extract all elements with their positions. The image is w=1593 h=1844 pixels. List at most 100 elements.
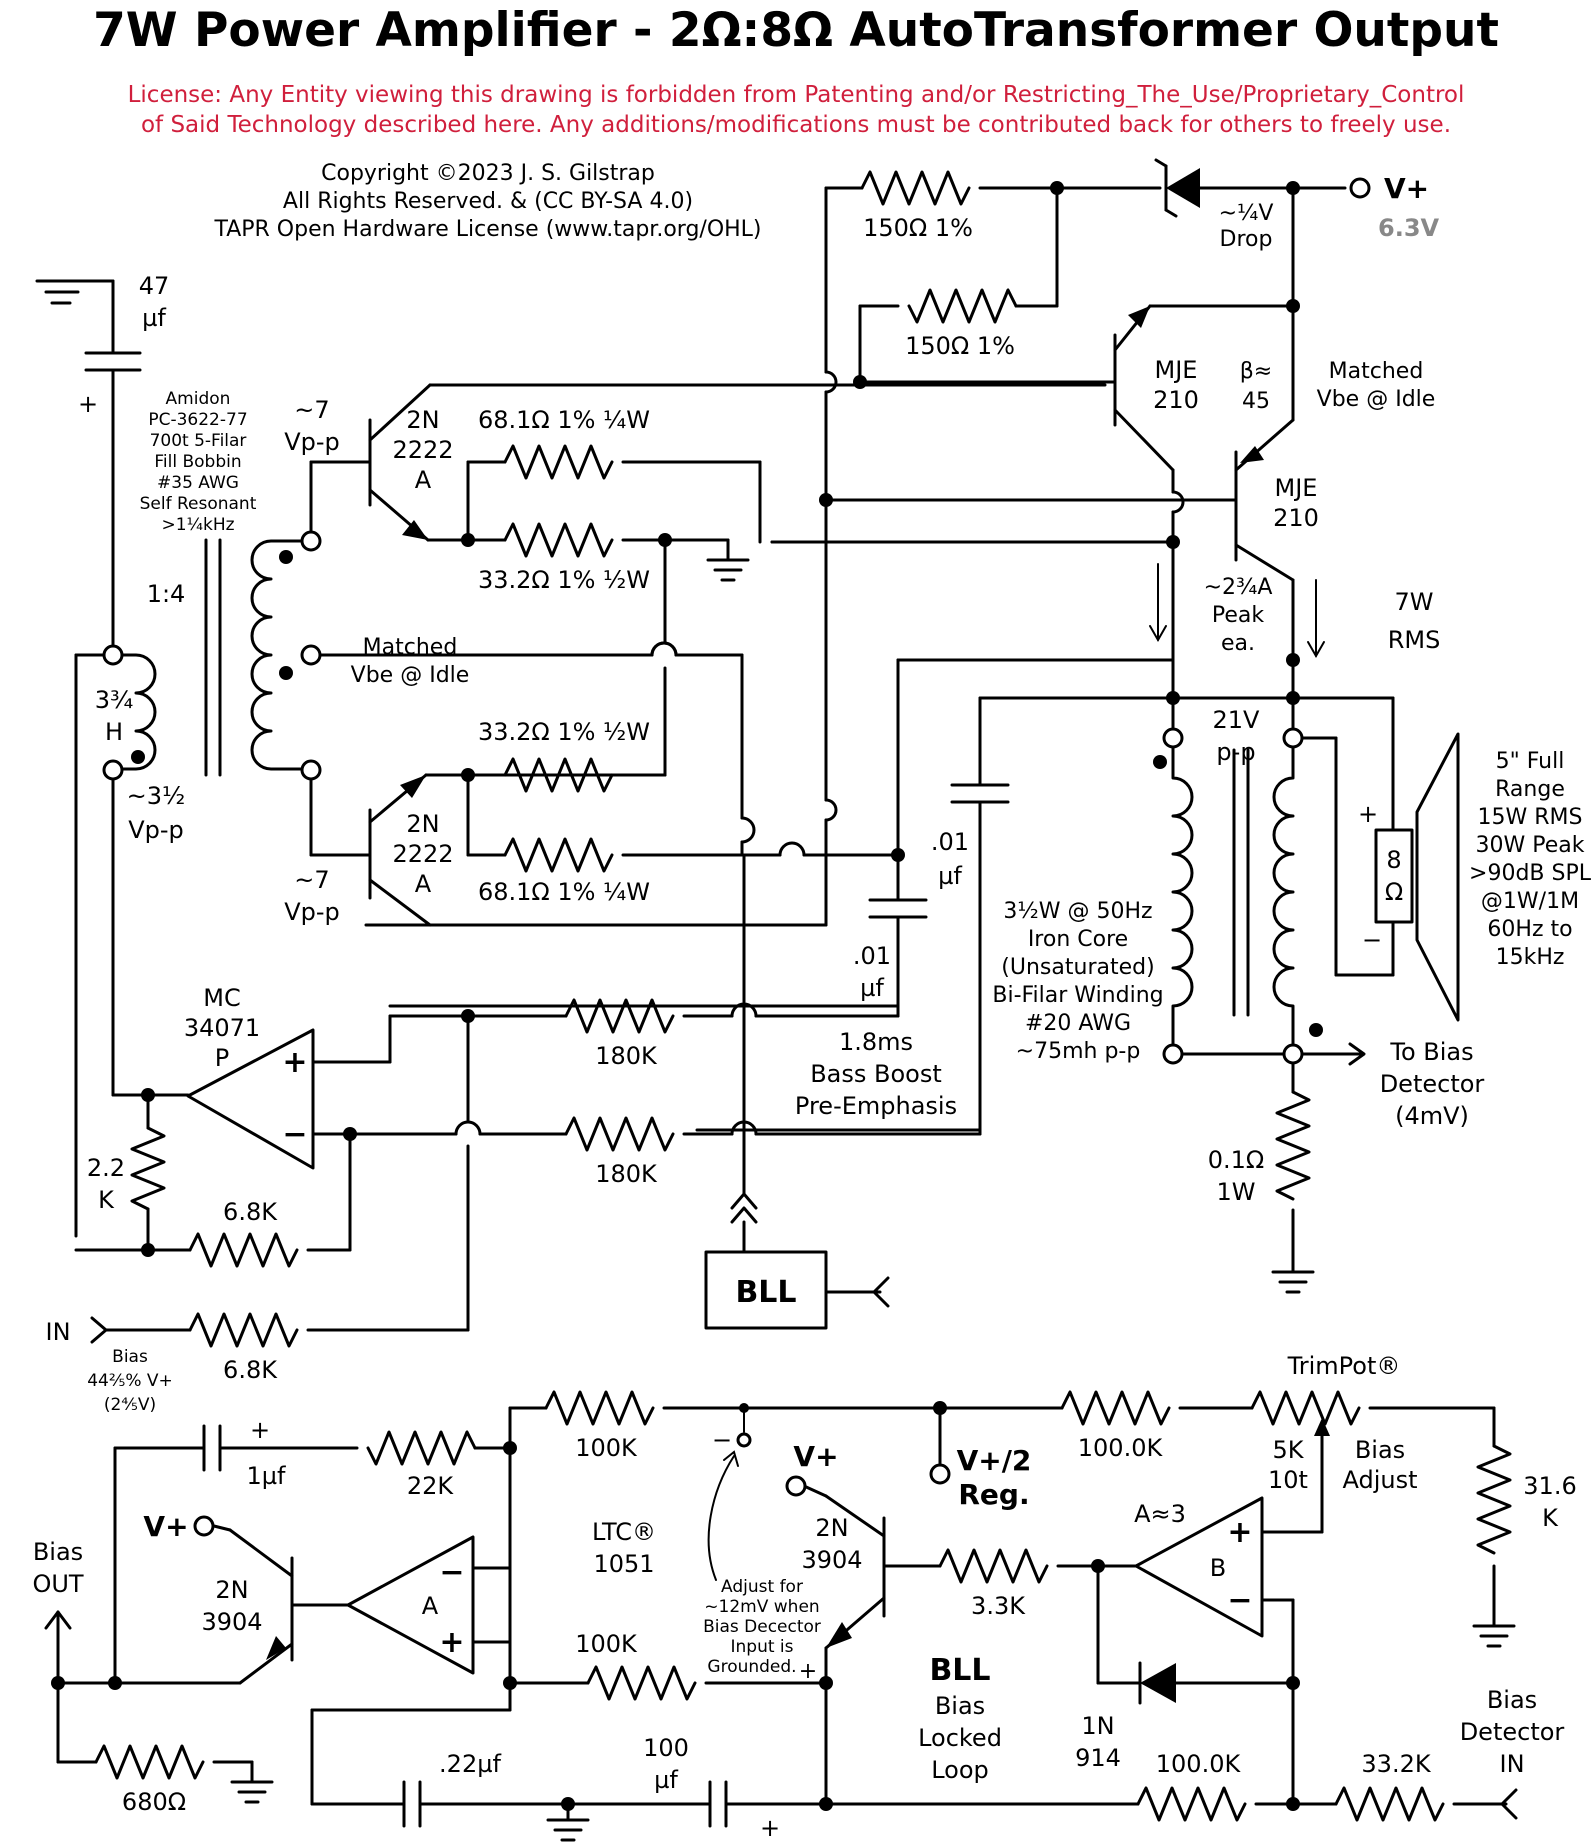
r33b-label: 33.2Ω 1% ½W xyxy=(478,718,650,746)
q3-label-b: 3904 xyxy=(201,1608,262,1636)
bias-det-1: To Bias xyxy=(1389,1038,1473,1066)
spk-note-3: 15W RMS xyxy=(1478,805,1583,830)
boost-1: 1.8ms xyxy=(839,1028,913,1056)
driver-transistors: 2N 2222 A 68.1Ω 1% ¼W 33.2Ω 1% ½W xyxy=(309,383,1175,927)
trim-10t: 10t xyxy=(1268,1466,1308,1494)
matched-vbe-2: Vbe @ Idle xyxy=(351,663,470,688)
r180b-label: 180K xyxy=(595,1160,658,1188)
r100-0k-a-label: 100.0K xyxy=(1078,1434,1164,1462)
opamp-a xyxy=(346,1535,475,1675)
vpp-out-1: 21V xyxy=(1213,706,1261,734)
bll-desc-1: Bias xyxy=(935,1692,985,1720)
spk-note-5: >90dB SPL xyxy=(1469,861,1592,886)
primary-ind-2: H xyxy=(105,718,123,746)
xfmr-note-7: >1¼kHz xyxy=(161,515,234,535)
spk-plus: + xyxy=(1358,800,1378,828)
boost-2: Bass Boost xyxy=(810,1060,942,1088)
q2-label-c: A xyxy=(415,870,432,898)
r68k-in-label: 6.8K xyxy=(223,1356,278,1384)
supply-voltage: 6.3V xyxy=(1378,214,1440,242)
top-vpp-1: ~7 xyxy=(294,396,329,424)
c100-label-2: µf xyxy=(654,1766,678,1794)
r100k-a-label: 100K xyxy=(575,1434,638,1462)
bll-desc-2: Locked xyxy=(918,1724,1002,1752)
bot-vpp-1: ~7 xyxy=(294,866,329,894)
spk-note-1: 5" Full xyxy=(1496,749,1565,774)
diode-d1 xyxy=(1154,158,1200,218)
supply-section: V+ 6.3V ~¼V Drop 150Ω 1% 150Ω 1% xyxy=(364,158,1440,927)
ltc-plus: + xyxy=(799,1659,817,1684)
beta-label-1: β≈ xyxy=(1240,359,1272,384)
c01a-label-1: .01 xyxy=(931,828,969,856)
copyright-line-2: All Rights Reserved. & (CC BY-SA 4.0) xyxy=(283,189,693,214)
opamp-label-3: P xyxy=(215,1044,229,1072)
input-transformer: + 47 µf 3¾ H ~3½ Vp-p 1:4 Amidon PC-3622… xyxy=(35,272,756,1238)
mje-transistors: MJE 210 β≈ 45 Matched Vbe @ Idle MJE 210… xyxy=(770,186,1440,667)
opamp-b-minus: − xyxy=(1227,1583,1252,1618)
bias-adjust-1: Bias xyxy=(1355,1436,1405,1464)
beta-label-2: 45 xyxy=(1242,389,1270,414)
q2-label-b: 2222 xyxy=(392,840,453,868)
r150a-label: 150Ω 1% xyxy=(863,214,973,242)
q1-label-a: 2N xyxy=(406,406,439,434)
license-line-1: License: Any Entity viewing this drawing… xyxy=(128,82,1465,108)
r01-label-1: 0.1Ω xyxy=(1208,1146,1265,1174)
xfmr-note-2: PC-3622-77 xyxy=(148,410,247,430)
ratio-label: 1:4 xyxy=(147,580,186,608)
page-title: 7W Power Amplifier - 2Ω:8Ω AutoTransform… xyxy=(93,3,1499,58)
q1-label-c: A xyxy=(415,466,432,494)
c47-plus: + xyxy=(78,390,98,418)
vplus-terminal[interactable] xyxy=(1349,177,1371,199)
vplus-label: V+ xyxy=(1384,172,1429,205)
c1u-plus: + xyxy=(250,1416,270,1444)
core-note-1: 3½W @ 50Hz xyxy=(1003,899,1152,924)
vpp-out-2: p-p xyxy=(1216,738,1255,766)
c01b-label-2: µf xyxy=(860,974,884,1002)
input-bias-2: 44⅖% V+ xyxy=(87,1371,173,1391)
xfmr-note-1: Amidon xyxy=(166,389,231,409)
core-note-5: #20 AWG xyxy=(1025,1011,1131,1036)
trim-5k: 5K xyxy=(1272,1436,1304,1464)
spk-note-7: 60Hz to xyxy=(1487,917,1572,942)
bias-out-1: Bias xyxy=(33,1538,83,1566)
input-label: IN xyxy=(45,1318,70,1346)
r33a-label: 33.2Ω 1% ½W xyxy=(478,566,650,594)
r68b-label: 68.1Ω 1% ¼W xyxy=(478,878,650,906)
xfmr-note-6: Self Resonant xyxy=(140,494,257,514)
bot-vpp-2: Vp-p xyxy=(284,898,340,926)
spk-ohm-1: 8 xyxy=(1386,846,1401,874)
r33-2k-label: 33.2K xyxy=(1361,1750,1431,1778)
ltc-minus: − xyxy=(712,1426,732,1454)
ltc-label-2: 1051 xyxy=(593,1550,654,1578)
mje1-label-a: MJE xyxy=(1155,356,1198,384)
c47-label-1: 47 xyxy=(139,272,170,300)
r22k-label: 22K xyxy=(407,1472,455,1500)
opamp-plus: + xyxy=(282,1045,307,1080)
r2k2-label-2: K xyxy=(98,1186,115,1214)
rms-label-1: 7W xyxy=(1395,588,1434,616)
r3k3-label: 3.3K xyxy=(971,1592,1026,1620)
adjust-3: Bias Decector xyxy=(703,1617,821,1637)
input-bias-1: Bias xyxy=(112,1347,148,1367)
vhalf-2: Reg. xyxy=(958,1478,1029,1511)
diode-label-1: 1N xyxy=(1081,1712,1114,1740)
opamp-minus: − xyxy=(282,1117,307,1152)
drop-label-2: Drop xyxy=(1220,227,1273,252)
xfmr-note-4: Fill Bobbin xyxy=(154,452,241,472)
q1-label-b: 2222 xyxy=(392,436,453,464)
peak-label-3: ea. xyxy=(1221,631,1255,656)
ltc-label-1: LTC® xyxy=(592,1518,656,1546)
opamp-label-2: 34071 xyxy=(184,1014,260,1042)
q3-label-a: 2N xyxy=(215,1576,248,1604)
q4-label-a: 2N xyxy=(815,1514,848,1542)
bll-title: BLL xyxy=(929,1653,990,1688)
drop-label-1: ~¼V xyxy=(1219,201,1274,226)
q2-label-a: 2N xyxy=(406,810,439,838)
r100-0k-b-label: 100.0K xyxy=(1156,1750,1242,1778)
speaker-coil xyxy=(1374,828,1414,924)
bias-out-2: OUT xyxy=(32,1570,83,1598)
r680-label: 680Ω xyxy=(122,1788,186,1816)
opamp-b-label: B xyxy=(1210,1554,1226,1582)
c100-plus: + xyxy=(760,1814,780,1842)
